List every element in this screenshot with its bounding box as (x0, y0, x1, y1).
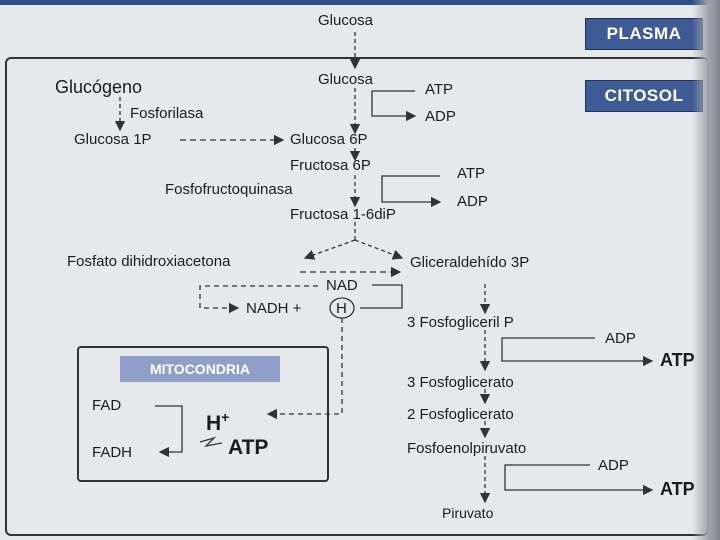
adp-label-4: ADP (598, 457, 629, 474)
fosfoglicerato-2-label: 2 Fosfoglicerato (407, 406, 514, 423)
fosforilasa-label: Fosforilasa (130, 105, 204, 122)
h-plus-label: H+ (206, 410, 229, 434)
fosfofructoquinasa-label: Fosfofructoquinasa (165, 181, 293, 198)
top-border (0, 0, 720, 5)
adp-label-1: ADP (425, 108, 456, 125)
atp-label-2: ATP (457, 165, 486, 182)
mito-atp-label: ATP (228, 436, 269, 459)
nadh-label: NADH + (246, 300, 302, 317)
atp-label-3: ATP (660, 350, 695, 370)
fosfoenolpiruvato-label: Fosfoenolpiruvato (407, 440, 527, 457)
atp-label-1: ATP (425, 81, 454, 98)
fad-label: FAD (92, 397, 122, 414)
h-plus-h: H (206, 412, 222, 435)
gliceraldehido-3p-label: Gliceraldehído 3P (410, 254, 530, 271)
h-plus-sign: + (221, 409, 230, 425)
mitocondria-badge: MITOCONDRIA (120, 356, 280, 382)
glucosa-6p-label: Glucosa 6P (290, 131, 368, 148)
glucosa-label: Glucosa (318, 71, 374, 88)
fosfogliceril-3-label: 3 Fosfogliceril P (407, 314, 514, 331)
h-label: H (336, 300, 347, 317)
fructosa-6p-label: Fructosa 6P (290, 157, 371, 174)
atp-label-4: ATP (660, 479, 695, 499)
glucosa-1p-label: Glucosa 1P (74, 131, 152, 148)
fructosa-16dip-label: Fructosa 1-6diP (290, 206, 396, 223)
plasma-badge: PLASMA (585, 18, 703, 50)
glucosa-plasma-label: Glucosa (318, 12, 374, 29)
fadh-label: FADH (92, 444, 133, 461)
fosfato-dihidroxiacetona-label: Fosfato dihidroxiacetona (67, 253, 231, 270)
piruvato-label: Piruvato (442, 505, 494, 521)
fosfoglicerato-3-label: 3 Fosfoglicerato (407, 374, 514, 391)
adp-label-2: ADP (457, 193, 488, 210)
page-edge-shadow (692, 0, 720, 540)
adp-label-3: ADP (605, 330, 636, 347)
nad-label: NAD (326, 277, 358, 294)
glucogeno-label: Glucógeno (55, 77, 143, 97)
